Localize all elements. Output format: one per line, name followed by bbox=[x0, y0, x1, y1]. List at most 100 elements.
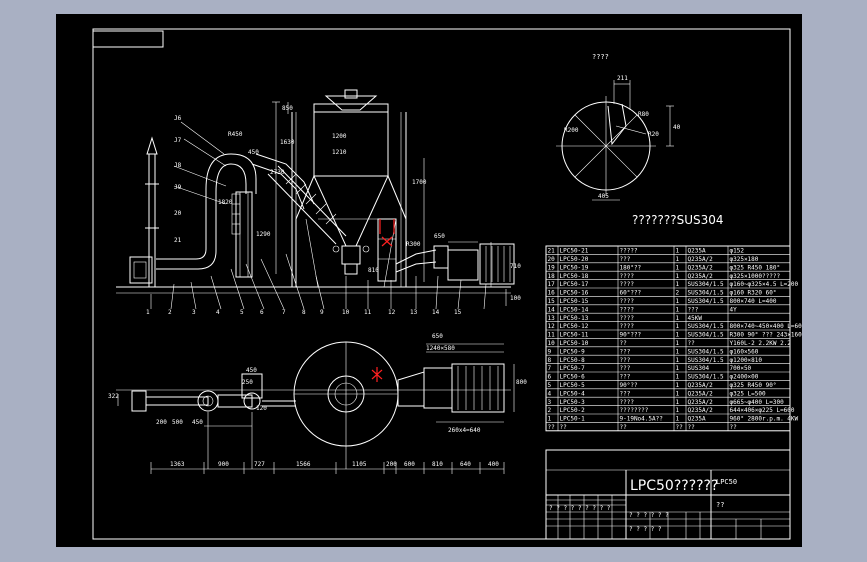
bom-cell: SUS304/1.5 bbox=[688, 348, 725, 355]
plan-label-1240x580: 1240×580 bbox=[426, 345, 455, 352]
bom-cell: LPC50-17 bbox=[560, 281, 589, 288]
plan-label-250: 250 bbox=[242, 379, 253, 386]
label-1820: 1820 bbox=[218, 199, 233, 206]
dim-40: 40 bbox=[673, 124, 681, 131]
bom-cell: LPC50-8 bbox=[560, 357, 586, 364]
part-number-8: 8 bbox=[302, 309, 306, 316]
bom-cell: SUS304/1.5 bbox=[688, 374, 725, 381]
bom-cell: LPC50-10 bbox=[560, 340, 589, 347]
bom-cell: 1 bbox=[676, 348, 680, 355]
bom-cell: 1 bbox=[676, 374, 680, 381]
label-j8: J8 bbox=[174, 162, 182, 169]
title-row-b: ? ? ? ? ? ? bbox=[629, 512, 669, 519]
bom-cell: SUS304/1.5 bbox=[688, 281, 725, 288]
bom-cell: 1 bbox=[676, 273, 680, 280]
bom-cell: ???? bbox=[620, 315, 635, 322]
bom-cell: ???????? bbox=[620, 407, 649, 414]
drawing-title: LPC50?????? bbox=[630, 478, 718, 494]
label-710: 710 bbox=[510, 263, 521, 270]
bom-cell: 2 bbox=[548, 407, 552, 414]
bom-cell: 1 bbox=[676, 382, 680, 389]
bom-cell: ??? bbox=[620, 256, 631, 263]
bom-cell: φ325 L=500 bbox=[730, 390, 767, 397]
bom-cell: 1 bbox=[676, 390, 680, 397]
bom-cell: LPC50-21 bbox=[560, 248, 589, 255]
part-number-15: 15 bbox=[454, 309, 462, 316]
bom-cell: LPC50-7 bbox=[560, 365, 586, 372]
part-number-6: 6 bbox=[260, 309, 264, 316]
bom-cell: Q235A/2 bbox=[688, 390, 714, 397]
bom-cell: 18 bbox=[548, 273, 556, 280]
nozzle-detail-view bbox=[556, 80, 674, 201]
corner-stamp-box bbox=[92, 30, 164, 48]
bom-cell: 4 bbox=[548, 390, 552, 397]
plan-label-120: 120 bbox=[256, 405, 267, 412]
fan-motor bbox=[129, 256, 153, 284]
label-j9: J9 bbox=[174, 184, 182, 191]
bom-cell: ?? bbox=[620, 424, 628, 431]
bom-cell: ???? bbox=[620, 273, 635, 280]
bom-cell: LPC50-14 bbox=[560, 306, 589, 313]
bom-cell: φ325×180 bbox=[730, 256, 759, 263]
bom-cell: ?? bbox=[676, 424, 684, 431]
bom-cell: 10 bbox=[548, 340, 556, 347]
title-row-c: ? ? ? ? ? bbox=[629, 526, 662, 533]
bom-cell: ???? bbox=[620, 298, 635, 305]
bom-cell: SUS304/1.5 bbox=[688, 290, 725, 297]
plan-label-450b: 450 bbox=[192, 419, 203, 426]
bom-cell: φ160~φ325×4.5 L=200 bbox=[730, 281, 799, 288]
bom-cell: 800×740~450×400 L=600 bbox=[730, 323, 803, 330]
bom-cell: φ325 R450 90° bbox=[730, 382, 777, 389]
part-number-13: 13 bbox=[410, 309, 418, 316]
bom-cell: ?? bbox=[620, 340, 628, 347]
bom-cell: ??? bbox=[620, 348, 631, 355]
plan-view bbox=[116, 341, 515, 474]
bottom-dim: 1363 bbox=[170, 461, 185, 468]
bom-cell: SUS304/1.5 bbox=[688, 323, 725, 330]
bom-cell: Q235A bbox=[688, 416, 706, 423]
bom-cell: 1 bbox=[676, 306, 680, 313]
sheet-label: ?? bbox=[716, 501, 724, 509]
bom-cell: LPC50-2 bbox=[560, 407, 586, 414]
label-1200: 1200 bbox=[332, 133, 347, 140]
label-20: 20 bbox=[174, 210, 182, 217]
bom-cell: 4Y bbox=[730, 306, 738, 313]
bom-cell: 14 bbox=[548, 306, 556, 313]
bom-cell: 9 bbox=[548, 348, 552, 355]
label-1700: 1700 bbox=[412, 179, 427, 186]
bom-cell: 1 bbox=[676, 332, 680, 339]
part-number-5: 5 bbox=[240, 309, 244, 316]
bom-cell: 3 bbox=[548, 399, 552, 406]
bom-cell: LPC50-16 bbox=[560, 290, 589, 297]
bom-cell: 1 bbox=[676, 315, 680, 322]
bom-cell: 8 bbox=[548, 357, 552, 364]
bom-cell: ???? bbox=[620, 306, 635, 313]
plan-label-500: 500 bbox=[172, 419, 183, 426]
plan-label-800: 800 bbox=[516, 379, 527, 386]
bom-cell: ??? bbox=[620, 390, 631, 397]
bom-cell: R300 90° ??? 243×160 bbox=[730, 332, 803, 339]
label-450: 450 bbox=[248, 149, 259, 156]
bom-cell: 1 bbox=[676, 340, 680, 347]
drying-tower bbox=[291, 89, 407, 288]
bom-cell: φ1200×810 bbox=[730, 357, 763, 364]
bottom-dim: 640 bbox=[460, 461, 471, 468]
label-1630: 1630 bbox=[280, 139, 295, 146]
bom-cell: Q235A bbox=[688, 248, 706, 255]
label-r300: R300 bbox=[406, 241, 421, 248]
bom-cell: ?? bbox=[548, 424, 556, 431]
plan-label-450: 450 bbox=[246, 367, 257, 374]
bom-cell: 90°?? bbox=[620, 382, 638, 389]
bom-cell: 1 bbox=[676, 365, 680, 372]
bom-cell: φ160 R320 60° bbox=[730, 290, 777, 297]
label-810: 810 bbox=[368, 267, 379, 274]
bom-cell: ?? bbox=[730, 424, 738, 431]
drawing-model: LPC50 bbox=[716, 478, 737, 486]
label-650: 650 bbox=[434, 233, 445, 240]
bom-cell: 1 bbox=[676, 399, 680, 406]
bom-cell: ????? bbox=[620, 248, 638, 255]
bom-cell: φ2400×00 bbox=[730, 374, 759, 381]
